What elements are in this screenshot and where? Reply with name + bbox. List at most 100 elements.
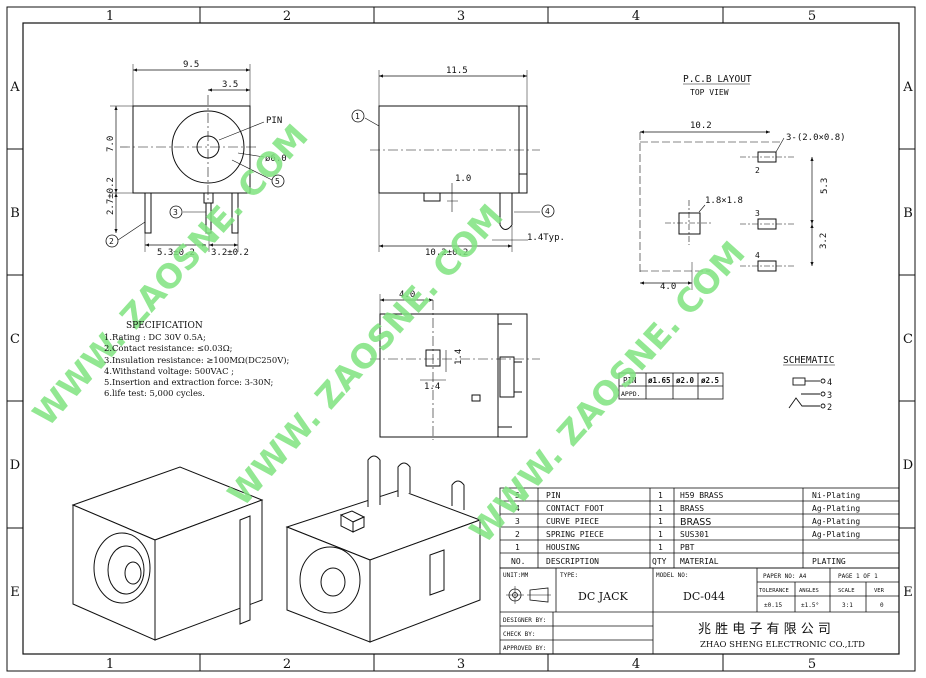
dim-height: 7.0	[106, 136, 116, 152]
tol-h-angles: ANGLES	[799, 588, 819, 594]
unit-label: UNIT:MM	[503, 572, 529, 579]
spec-title: SPECIFICATION	[126, 321, 203, 331]
bom-r5-qty: 1	[658, 543, 663, 552]
col-label-bottom-5: 5	[808, 657, 816, 672]
spec-line-1: 1.Rating : DC 30V 0.5A;	[104, 332, 206, 343]
pcb-pad-3: 3	[755, 209, 760, 218]
grid-labels: 1 2 3 4 5 1 2 3 4 5 A B C D E A B C D E	[9, 9, 913, 672]
isometric-view-right	[285, 455, 482, 643]
col-label-bottom-2: 2	[283, 657, 291, 672]
drawing-frame	[6, 6, 916, 672]
tol-h-ver: VER	[874, 588, 885, 594]
bom-h-qty: QTY	[652, 557, 667, 566]
pin-table-d1: ø1.65	[648, 376, 671, 385]
bom-r3-desc: CURVE PIECE	[546, 517, 599, 526]
row-label-left-d: D	[10, 458, 20, 473]
bom-r2-no: 4	[515, 504, 520, 513]
callout-5: 5	[275, 177, 280, 186]
pcb-dim-bottom: 4.0	[660, 282, 676, 292]
bom-r1-qty: 1	[658, 491, 663, 500]
bom-r2-desc: CONTACT FOOT	[546, 504, 604, 513]
col-label-top-3: 3	[457, 9, 465, 24]
col-label-top-5: 5	[808, 9, 816, 24]
bom-r2-qty: 1	[658, 504, 663, 513]
bom-r3-mat: BRASS	[680, 517, 711, 528]
col-label-top-1: 1	[106, 9, 114, 24]
row-label-right-a: A	[902, 80, 913, 95]
spec-line-4: 4.Withstand voltage: 500VAC ;	[104, 365, 234, 376]
bom-r4-plat: Ag-Plating	[812, 530, 860, 539]
bom-r5-mat: PBT	[680, 543, 695, 552]
row-label-right-b: B	[903, 206, 913, 221]
callout-2: 2	[109, 237, 114, 246]
pcb-layout	[639, 83, 814, 290]
pin-table-pin: PIN	[623, 376, 637, 385]
dim-top-a: 1.4	[454, 349, 464, 365]
dim-pin-height: 2.7±0.2	[106, 177, 116, 215]
company-cn: 兆 胜 电 子 有 限 公 司	[698, 622, 831, 637]
bom-r5-desc: HOUSING	[546, 543, 580, 552]
front-view	[105, 64, 285, 252]
bom-r3-qty: 1	[658, 517, 663, 526]
pcb-subtitle: TOP VIEW	[690, 88, 729, 97]
dim-length: 11.5	[446, 66, 468, 76]
pin-table-d2: ø2.0	[676, 376, 695, 385]
row-label-right-d: D	[903, 458, 913, 473]
tol-v-scale: 3:1	[842, 602, 853, 609]
spec-line-3: 3.Insulation resistance: ≥100MΩ(DC250V);	[104, 354, 290, 365]
row-label-left-a: A	[9, 80, 20, 95]
bom-text: 5 PIN 1 H59 BRASS Ni-Plating 4 CONTACT F…	[511, 491, 860, 566]
dim-top-b: 1.4	[424, 382, 440, 392]
type-label: TYPE:	[560, 572, 578, 579]
tol-h-tolerance: TOLERANCE	[759, 588, 789, 594]
designer-label: DESIGNER BY:	[503, 617, 546, 624]
company-en: ZHAO SHENG ELECTRONIC CO.,LTD	[700, 640, 865, 650]
pcb-pad-note: 3-(2.0×0.8)	[786, 133, 846, 143]
col-label-bottom-4: 4	[632, 657, 640, 672]
col-label-top-2: 2	[283, 9, 291, 24]
watermark-3: WWW. ZAOSNE. COM	[462, 234, 753, 551]
bom-h-desc: DESCRIPTION	[546, 557, 599, 566]
pin-table-d3: ø2.5	[701, 376, 719, 385]
top-view	[370, 294, 540, 440]
pin-table	[618, 372, 724, 400]
bom-h-plat: PLATING	[812, 557, 846, 566]
tol-v-tolerance: ±0.15	[764, 602, 782, 609]
paper-no: PAPER NO: A4	[763, 573, 807, 580]
bom-r4-no: 2	[515, 530, 520, 539]
model-label: MODEL NO:	[656, 572, 689, 579]
model-value: DC-044	[683, 590, 725, 603]
bom-h-mat: MATERIAL	[680, 557, 719, 566]
pcb-dim-v1: 5.3	[820, 178, 830, 194]
col-label-top-4: 4	[632, 9, 640, 24]
row-label-right-c: C	[903, 332, 913, 347]
callout-1: 1	[355, 112, 360, 121]
bom-h-no: NO.	[511, 557, 525, 566]
schematic-labels: SCHEMATIC 4 3 2	[783, 355, 834, 413]
spec-line-5: 5.Insertion and extraction force: 3-30N;	[104, 377, 274, 388]
title-block	[499, 567, 900, 655]
row-label-left-e: E	[10, 585, 20, 600]
tol-v-ver: 0	[880, 602, 884, 609]
pcb-dim-v2: 3.2	[819, 233, 829, 249]
pcb-labels: P.C.B LAYOUT TOP VIEW 10.2 3-(2.0×0.8) 1…	[660, 74, 846, 292]
check-label: CHECK BY:	[503, 631, 536, 638]
page-count: PAGE 1 OF 1	[838, 573, 878, 580]
dim-step: 1.0	[455, 174, 471, 184]
specification: SPECIFICATION 1.Rating : DC 30V 0.5A; 2.…	[104, 321, 344, 399]
dim-offset: 3.5	[222, 80, 238, 90]
callout-3: 3	[173, 208, 178, 217]
col-label-bottom-3: 3	[457, 657, 465, 672]
bom-r5-no: 1	[515, 543, 520, 552]
pcb-pad-4: 4	[755, 251, 760, 260]
pin-table-appd: APPD.	[621, 390, 641, 398]
bom-r1-desc: PIN	[546, 491, 561, 500]
dim-width: 9.5	[183, 60, 199, 70]
pcb-pad-2: 2	[755, 166, 760, 175]
bom-r4-desc: SPRING PIECE	[546, 530, 604, 539]
row-label-left-b: B	[10, 206, 20, 221]
bom-r1-no: 5	[515, 491, 520, 500]
pcb-dim-width: 10.2	[690, 121, 712, 131]
bom-r1-plat: Ni-Plating	[812, 491, 860, 500]
